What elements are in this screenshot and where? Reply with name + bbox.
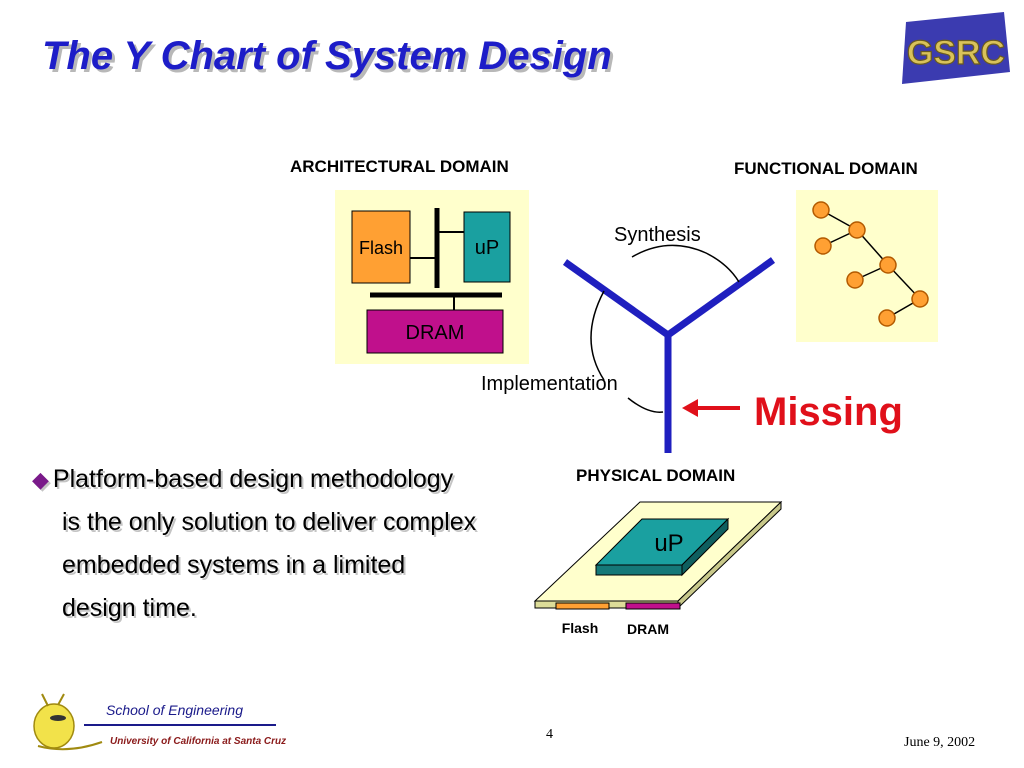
bullet-point: ◆Platform-based design methodology is th… [32,458,542,630]
function-node [911,290,929,308]
university-name: University of California at Santa Cruz [110,736,287,747]
slide-date: June 9, 2002 [904,735,976,750]
arch-flash-text: Flash [359,238,403,258]
bullet-line-4: design time. [62,594,197,622]
architectural-domain-label: ARCHITECTURAL DOMAIN [290,157,509,176]
gsrc-logo-backdrop [902,12,1010,84]
physical-up-chip-side [681,517,729,577]
missing-label: Missing [754,390,903,434]
synthesis-arc [631,244,740,283]
physical-dram-chip [625,602,681,610]
function-node [814,237,832,255]
bullet-line-3: embedded systems in a limited [62,551,406,579]
missing-arrow-head [682,399,698,417]
implementation-arc-lower [627,397,664,413]
physical-flash-chip [555,602,610,610]
function-node [848,221,866,239]
arch-up-text: uP [475,237,499,259]
footer-rule [84,724,276,726]
implementation-label: Implementation [481,373,618,395]
function-node [812,201,830,219]
physical-up-chip-front [595,564,683,576]
arch-dram-block [366,309,504,354]
slug-body-icon [33,703,75,749]
function-node [846,271,864,289]
implementation-arc-upper [590,290,605,381]
gsrc-logo-text: GSRC [907,34,1005,72]
y-chart-arms [562,257,776,453]
slide-title: The Y Chart of System Design [42,34,612,78]
slug-sunglasses-icon [50,715,66,721]
functional-domain-label: FUNCTIONAL DOMAIN [734,159,918,178]
synthesis-label: Synthesis [614,224,701,246]
banana-slug-logo [28,692,108,759]
physical-dram-text: DRAM [627,621,669,637]
page-number: 4 [546,727,553,742]
arch-up-block [463,211,511,283]
arch-dram-text: DRAM [406,322,465,344]
arch-flash-block [351,210,411,284]
bullet-line-1: Platform-based design methodology [52,465,454,493]
physical-flash-text: Flash [562,620,599,636]
function-node [879,256,897,274]
school-name: School of Engineering [106,702,243,718]
bullet-line-2: is the only solution to deliver complex [62,508,477,536]
function-node [878,309,896,327]
gsrc-logo: GSRC [896,8,1014,93]
physical-domain-label: PHYSICAL DOMAIN [576,466,736,485]
physical-up-text: uP [654,530,683,557]
diamond-bullet-icon: ◆ [32,467,49,492]
